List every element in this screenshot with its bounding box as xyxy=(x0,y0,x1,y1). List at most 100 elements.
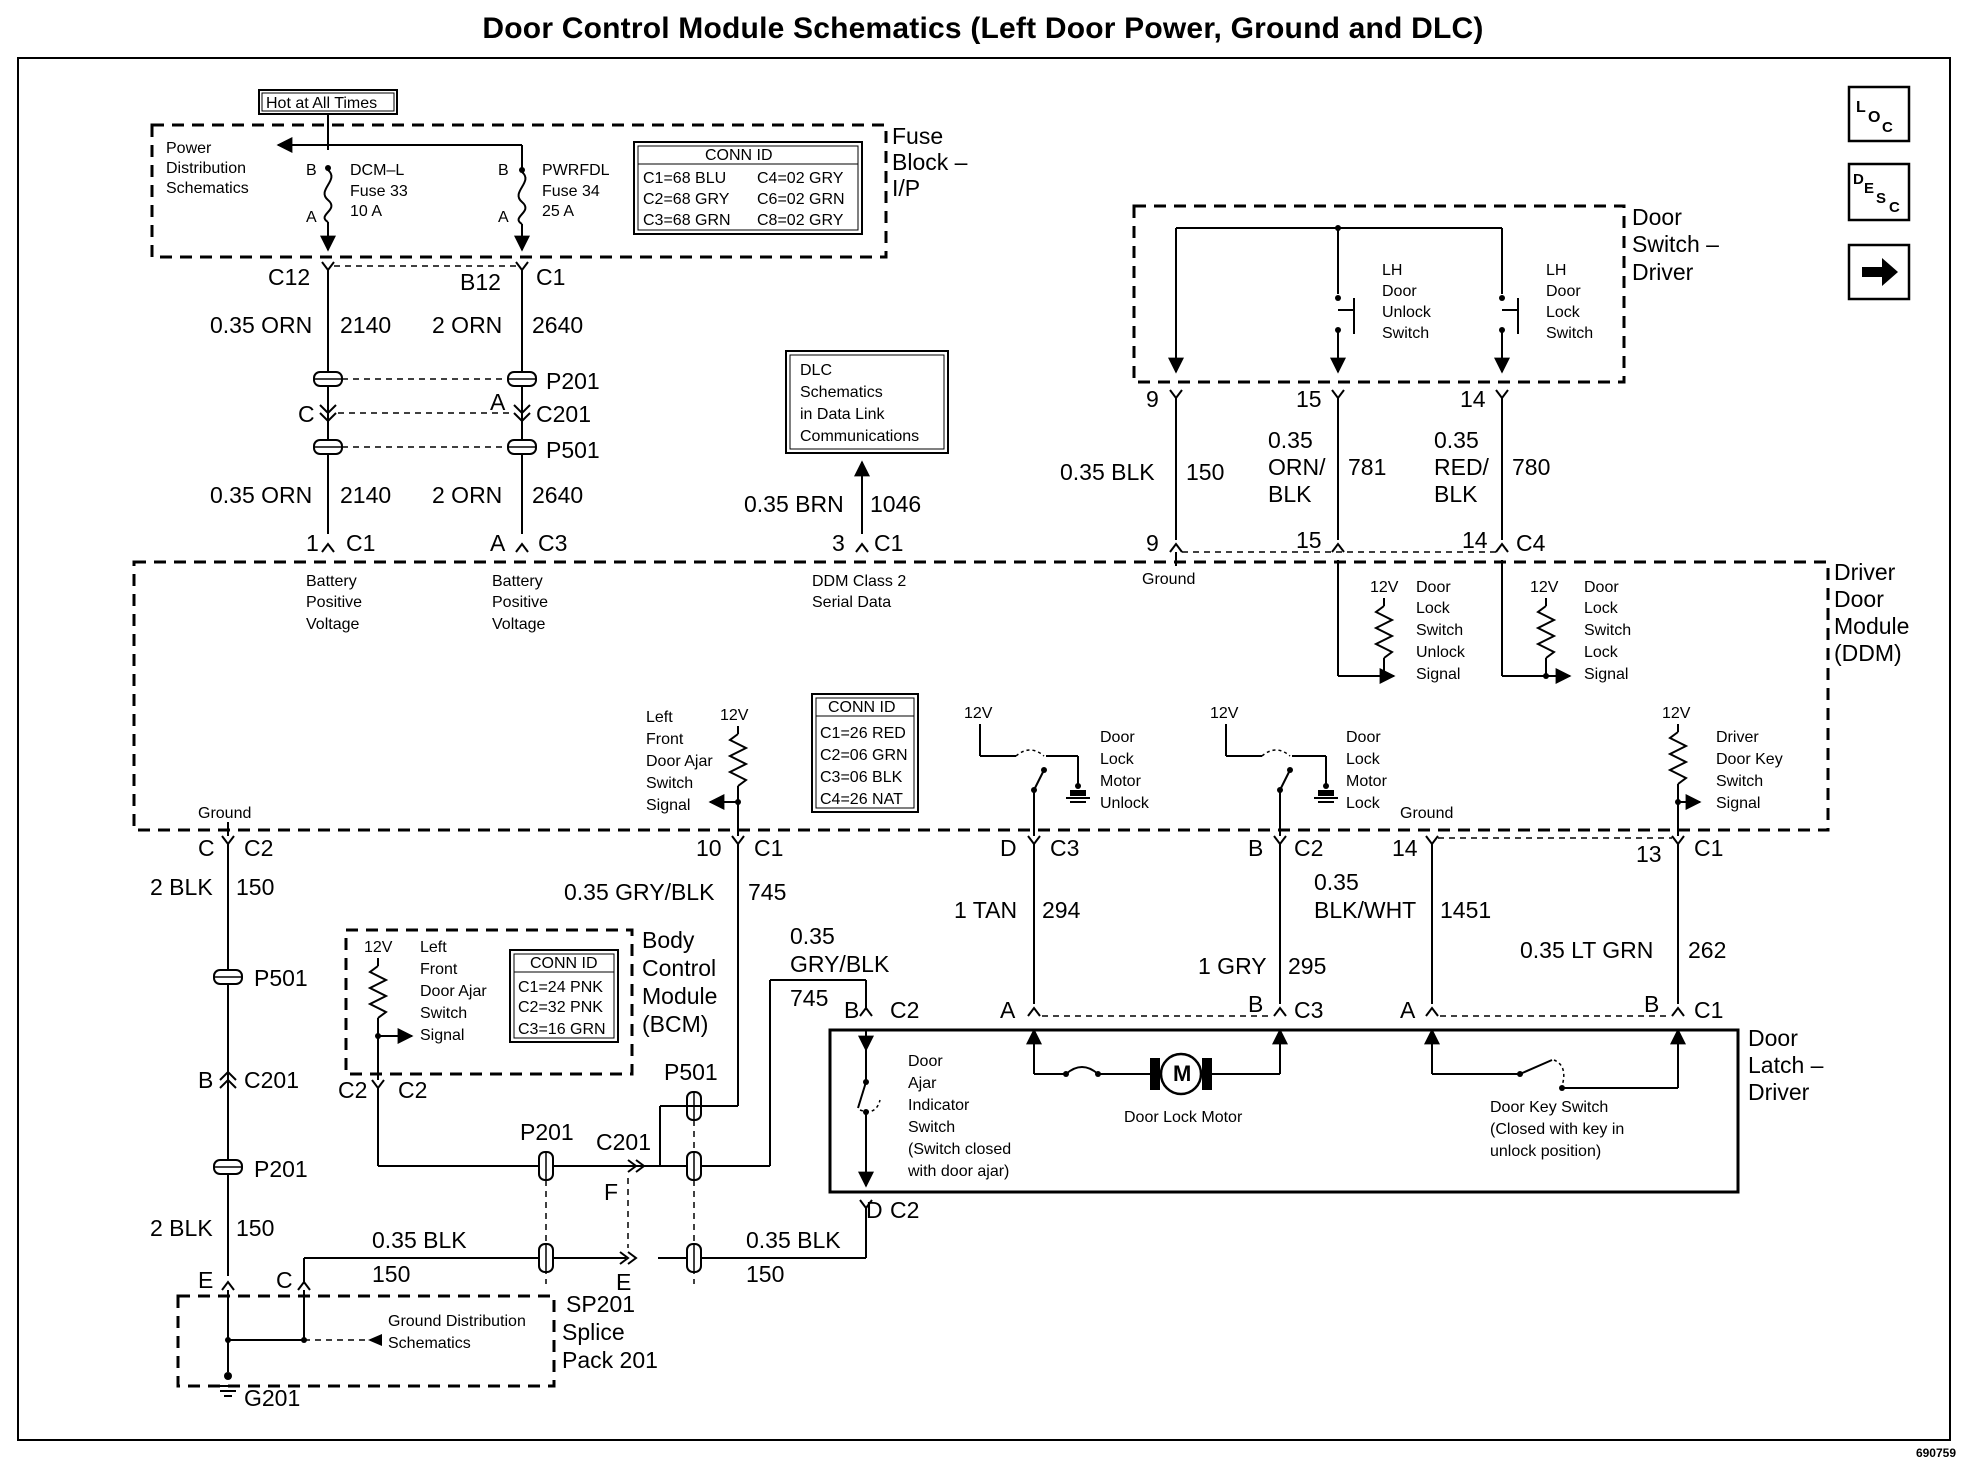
svg-text:Schematics: Schematics xyxy=(388,1335,471,1352)
svg-text:0.35: 0.35 xyxy=(790,923,835,949)
svg-text:B: B xyxy=(1248,991,1263,1017)
svg-text:C201: C201 xyxy=(596,1129,651,1155)
svg-text:Ajar: Ajar xyxy=(908,1075,937,1092)
svg-text:0.35 ORN: 0.35 ORN xyxy=(210,312,312,338)
svg-text:262: 262 xyxy=(1688,937,1726,963)
svg-text:C2=68 GRY: C2=68 GRY xyxy=(643,191,730,208)
svg-text:Switch: Switch xyxy=(1382,325,1429,342)
svg-text:C2: C2 xyxy=(1294,835,1323,861)
svg-text:Door: Door xyxy=(1748,1025,1798,1051)
svg-text:14: 14 xyxy=(1462,527,1488,553)
svg-text:Unlock: Unlock xyxy=(1416,644,1466,661)
svg-text:12V: 12V xyxy=(364,939,393,956)
svg-text:0.35 BRN: 0.35 BRN xyxy=(744,491,844,517)
svg-text:150: 150 xyxy=(372,1261,410,1287)
svg-text:2640: 2640 xyxy=(532,482,583,508)
svg-text:Pack 201: Pack 201 xyxy=(562,1347,658,1373)
hot-at-all-times-label: Hot at All Times xyxy=(258,89,398,115)
svg-text:Positive: Positive xyxy=(306,594,362,611)
svg-text:0.35 LT GRN: 0.35 LT GRN xyxy=(1520,937,1653,963)
svg-text:12V: 12V xyxy=(720,707,749,724)
svg-text:I/P: I/P xyxy=(892,175,920,201)
svg-text:A: A xyxy=(1000,997,1016,1023)
svg-text:C3: C3 xyxy=(1294,997,1323,1023)
svg-text:Motor: Motor xyxy=(1100,773,1142,790)
svg-text:B: B xyxy=(498,162,509,179)
svg-text:A: A xyxy=(498,209,509,226)
svg-text:781: 781 xyxy=(1348,454,1386,480)
svg-text:Lock: Lock xyxy=(1416,600,1451,617)
svg-text:Motor: Motor xyxy=(1346,773,1388,790)
svg-text:unlock position): unlock position) xyxy=(1490,1143,1601,1160)
svg-text:C3=68 GRN: C3=68 GRN xyxy=(643,212,731,229)
svg-text:Switch: Switch xyxy=(1584,622,1631,639)
svg-text:CONN ID: CONN ID xyxy=(530,955,598,972)
svg-text:CONN ID: CONN ID xyxy=(828,699,896,716)
svg-text:with door ajar): with door ajar) xyxy=(907,1163,1009,1180)
svg-text:Latch –: Latch – xyxy=(1748,1052,1824,1078)
svg-text:LH: LH xyxy=(1382,262,1402,279)
svg-text:0.35 GRY/BLK: 0.35 GRY/BLK xyxy=(564,879,715,905)
svg-text:1046: 1046 xyxy=(870,491,921,517)
svg-text:C3=16 GRN: C3=16 GRN xyxy=(518,1021,606,1038)
svg-text:(BCM): (BCM) xyxy=(642,1011,708,1037)
svg-text:Battery: Battery xyxy=(306,573,357,590)
page-title: Door Control Module Schematics (Left Doo… xyxy=(482,12,1484,45)
svg-text:DLC: DLC xyxy=(800,362,832,379)
svg-text:780: 780 xyxy=(1512,454,1550,480)
svg-text:C8=02 GRY: C8=02 GRY xyxy=(757,212,844,229)
svg-text:295: 295 xyxy=(1288,953,1326,979)
svg-text:Lock: Lock xyxy=(1346,795,1381,812)
svg-text:C2: C2 xyxy=(890,997,919,1023)
svg-text:9: 9 xyxy=(1146,530,1159,556)
svg-text:S: S xyxy=(1876,190,1886,207)
svg-text:Driver: Driver xyxy=(1834,559,1896,585)
upper-power-wires: 0.35 ORN 2140 2 ORN 2640 P201 C A C201 P… xyxy=(210,261,600,534)
svg-text:2140: 2140 xyxy=(340,312,391,338)
svg-text:C: C xyxy=(1882,119,1893,136)
svg-text:LH: LH xyxy=(1546,262,1566,279)
svg-text:C2: C2 xyxy=(244,835,273,861)
svg-text:C2=32 PNK: C2=32 PNK xyxy=(518,999,603,1016)
svg-text:Communications: Communications xyxy=(800,428,919,445)
svg-text:Driver: Driver xyxy=(1716,729,1759,746)
svg-text:2 BLK: 2 BLK xyxy=(150,1215,213,1241)
svg-text:C4: C4 xyxy=(1516,530,1546,556)
svg-text:0.35 BLK: 0.35 BLK xyxy=(746,1227,841,1253)
svg-text:Fuse: Fuse xyxy=(892,123,943,149)
svg-text:C2: C2 xyxy=(338,1077,367,1103)
svg-text:B: B xyxy=(1248,835,1263,861)
svg-text:Signal: Signal xyxy=(420,1027,464,1044)
arrow-right-icon[interactable] xyxy=(1847,243,1911,301)
svg-text:12V: 12V xyxy=(1370,579,1399,596)
svg-text:C2=06 GRN: C2=06 GRN xyxy=(820,747,908,764)
fuse-block-conn-id-table: CONN ID C1=68 BLU C4=02 GRY C2=68 GRY C6… xyxy=(633,141,863,235)
svg-text:14: 14 xyxy=(1460,386,1486,412)
svg-text:G201: G201 xyxy=(244,1385,300,1411)
svg-text:M: M xyxy=(1173,1061,1191,1086)
splice-pack-201: F E 0.35 BLK 150 0.35 BLK 150 E C SP201 … xyxy=(176,1120,841,1411)
svg-text:9: 9 xyxy=(1146,386,1159,412)
svg-text:C201: C201 xyxy=(244,1067,299,1093)
svg-text:Schematics: Schematics xyxy=(166,180,249,197)
svg-text:Lock: Lock xyxy=(1546,304,1581,321)
svg-text:12V: 12V xyxy=(1530,579,1559,596)
svg-text:C12: C12 xyxy=(268,264,310,290)
svg-text:B: B xyxy=(844,997,859,1023)
svg-text:0.35: 0.35 xyxy=(1434,427,1479,453)
loc-icon[interactable]: L O C xyxy=(1847,85,1911,143)
svg-text:D: D xyxy=(1853,171,1864,188)
svg-text:Ground: Ground xyxy=(1142,571,1195,588)
svg-text:A: A xyxy=(306,209,317,226)
svg-text:Body: Body xyxy=(642,927,695,953)
desc-icon[interactable]: D E S C xyxy=(1847,162,1911,222)
svg-text:C: C xyxy=(1889,199,1900,216)
svg-text:DDM Class 2: DDM Class 2 xyxy=(812,573,906,590)
svg-text:Switch: Switch xyxy=(1716,773,1763,790)
svg-text:C1: C1 xyxy=(346,530,375,556)
svg-text:0.35: 0.35 xyxy=(1268,427,1313,453)
svg-text:Door: Door xyxy=(1100,729,1135,746)
svg-text:745: 745 xyxy=(748,879,786,905)
svg-text:Lock: Lock xyxy=(1346,751,1381,768)
svg-text:Voltage: Voltage xyxy=(306,616,359,633)
